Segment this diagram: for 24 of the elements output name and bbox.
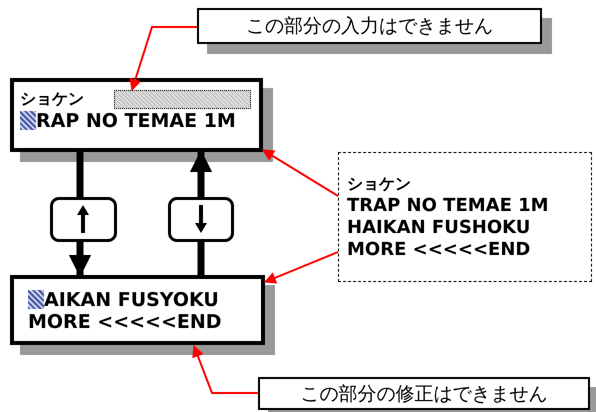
note-text: この部分の修正はできません (300, 382, 548, 404)
screen-text: ショケン (20, 89, 84, 108)
screen-text: ショケン (347, 174, 411, 193)
flow-arrow (190, 150, 212, 197)
screen-text: MORE <<<<<END (28, 311, 222, 333)
note-text: この部分の入力はできません (246, 15, 493, 37)
screen-text: TRAP NO TEMAE 1M (347, 195, 549, 216)
leader-arrow (262, 149, 339, 197)
display-screen (10, 78, 263, 152)
leader-arrow (264, 251, 338, 284)
flow-arrow (68, 242, 92, 278)
screen-text: AIKAN FUSYOKU (44, 289, 219, 311)
leader-arrow (192, 344, 258, 394)
leader-arrow (130, 26, 197, 92)
display-screen (10, 275, 265, 345)
screen-text: RAP NO TEMAE 1M (36, 110, 236, 132)
arrow-key-button (50, 197, 117, 242)
display-content-box (338, 152, 592, 282)
arrow-key-button (168, 197, 234, 242)
note-box (197, 8, 542, 44)
locked-input-field (114, 90, 251, 109)
note-box (258, 377, 590, 410)
screen-text: MORE <<<<<END (347, 239, 530, 260)
screen-text: HAIKAN FUSHOKU (347, 217, 530, 238)
